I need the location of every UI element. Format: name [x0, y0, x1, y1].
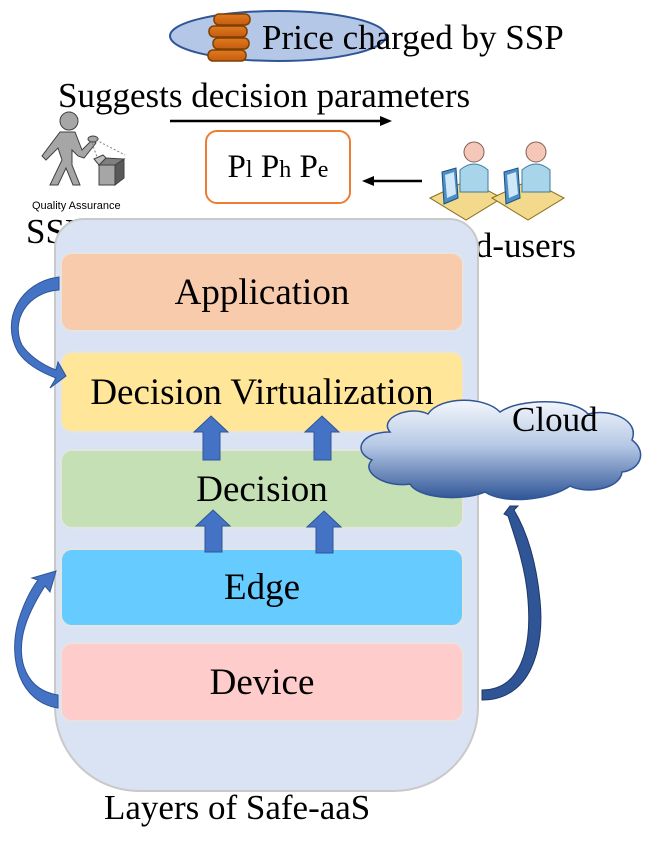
- up-arrow-icon: [194, 509, 232, 553]
- up-arrow-icon: [305, 510, 343, 554]
- up-arrow-icon: [192, 415, 230, 461]
- layer-edge: Edge: [60, 548, 464, 627]
- param-p-e: Pe: [299, 148, 329, 185]
- suggest-arrow: [170, 116, 392, 126]
- cloud-icon: [360, 399, 642, 501]
- coins-stack-icon: [207, 13, 251, 62]
- curved-arrow-device-to-cloud: [481, 505, 542, 701]
- layer-device: Device: [60, 642, 464, 722]
- users-at-computers-icon: [428, 141, 566, 221]
- user-input-arrow: [362, 176, 422, 186]
- suggestion-label: Suggests decision parameters: [58, 76, 471, 115]
- param-p-l: Pl: [227, 148, 253, 185]
- layer-decision-virtualization: Decision Virtualization: [60, 351, 464, 433]
- decision-parameters-box: Pl Ph Pe: [205, 130, 351, 204]
- param-p-h: Ph: [260, 148, 292, 185]
- up-arrow-icon: [303, 415, 341, 461]
- layer-application: Application: [60, 252, 464, 332]
- curved-arrow-device-to-edge: [14, 570, 59, 709]
- price-label: Price charged by SSP: [262, 18, 564, 57]
- quality-assurance-caption: Quality Assurance: [32, 200, 121, 212]
- curved-arrow-application-to-virtualization: [10, 276, 67, 389]
- quality-assurance-icon: [41, 111, 126, 187]
- cloud-label: Cloud: [512, 400, 598, 439]
- diagram-caption: Layers of Safe-aaS: [104, 788, 371, 827]
